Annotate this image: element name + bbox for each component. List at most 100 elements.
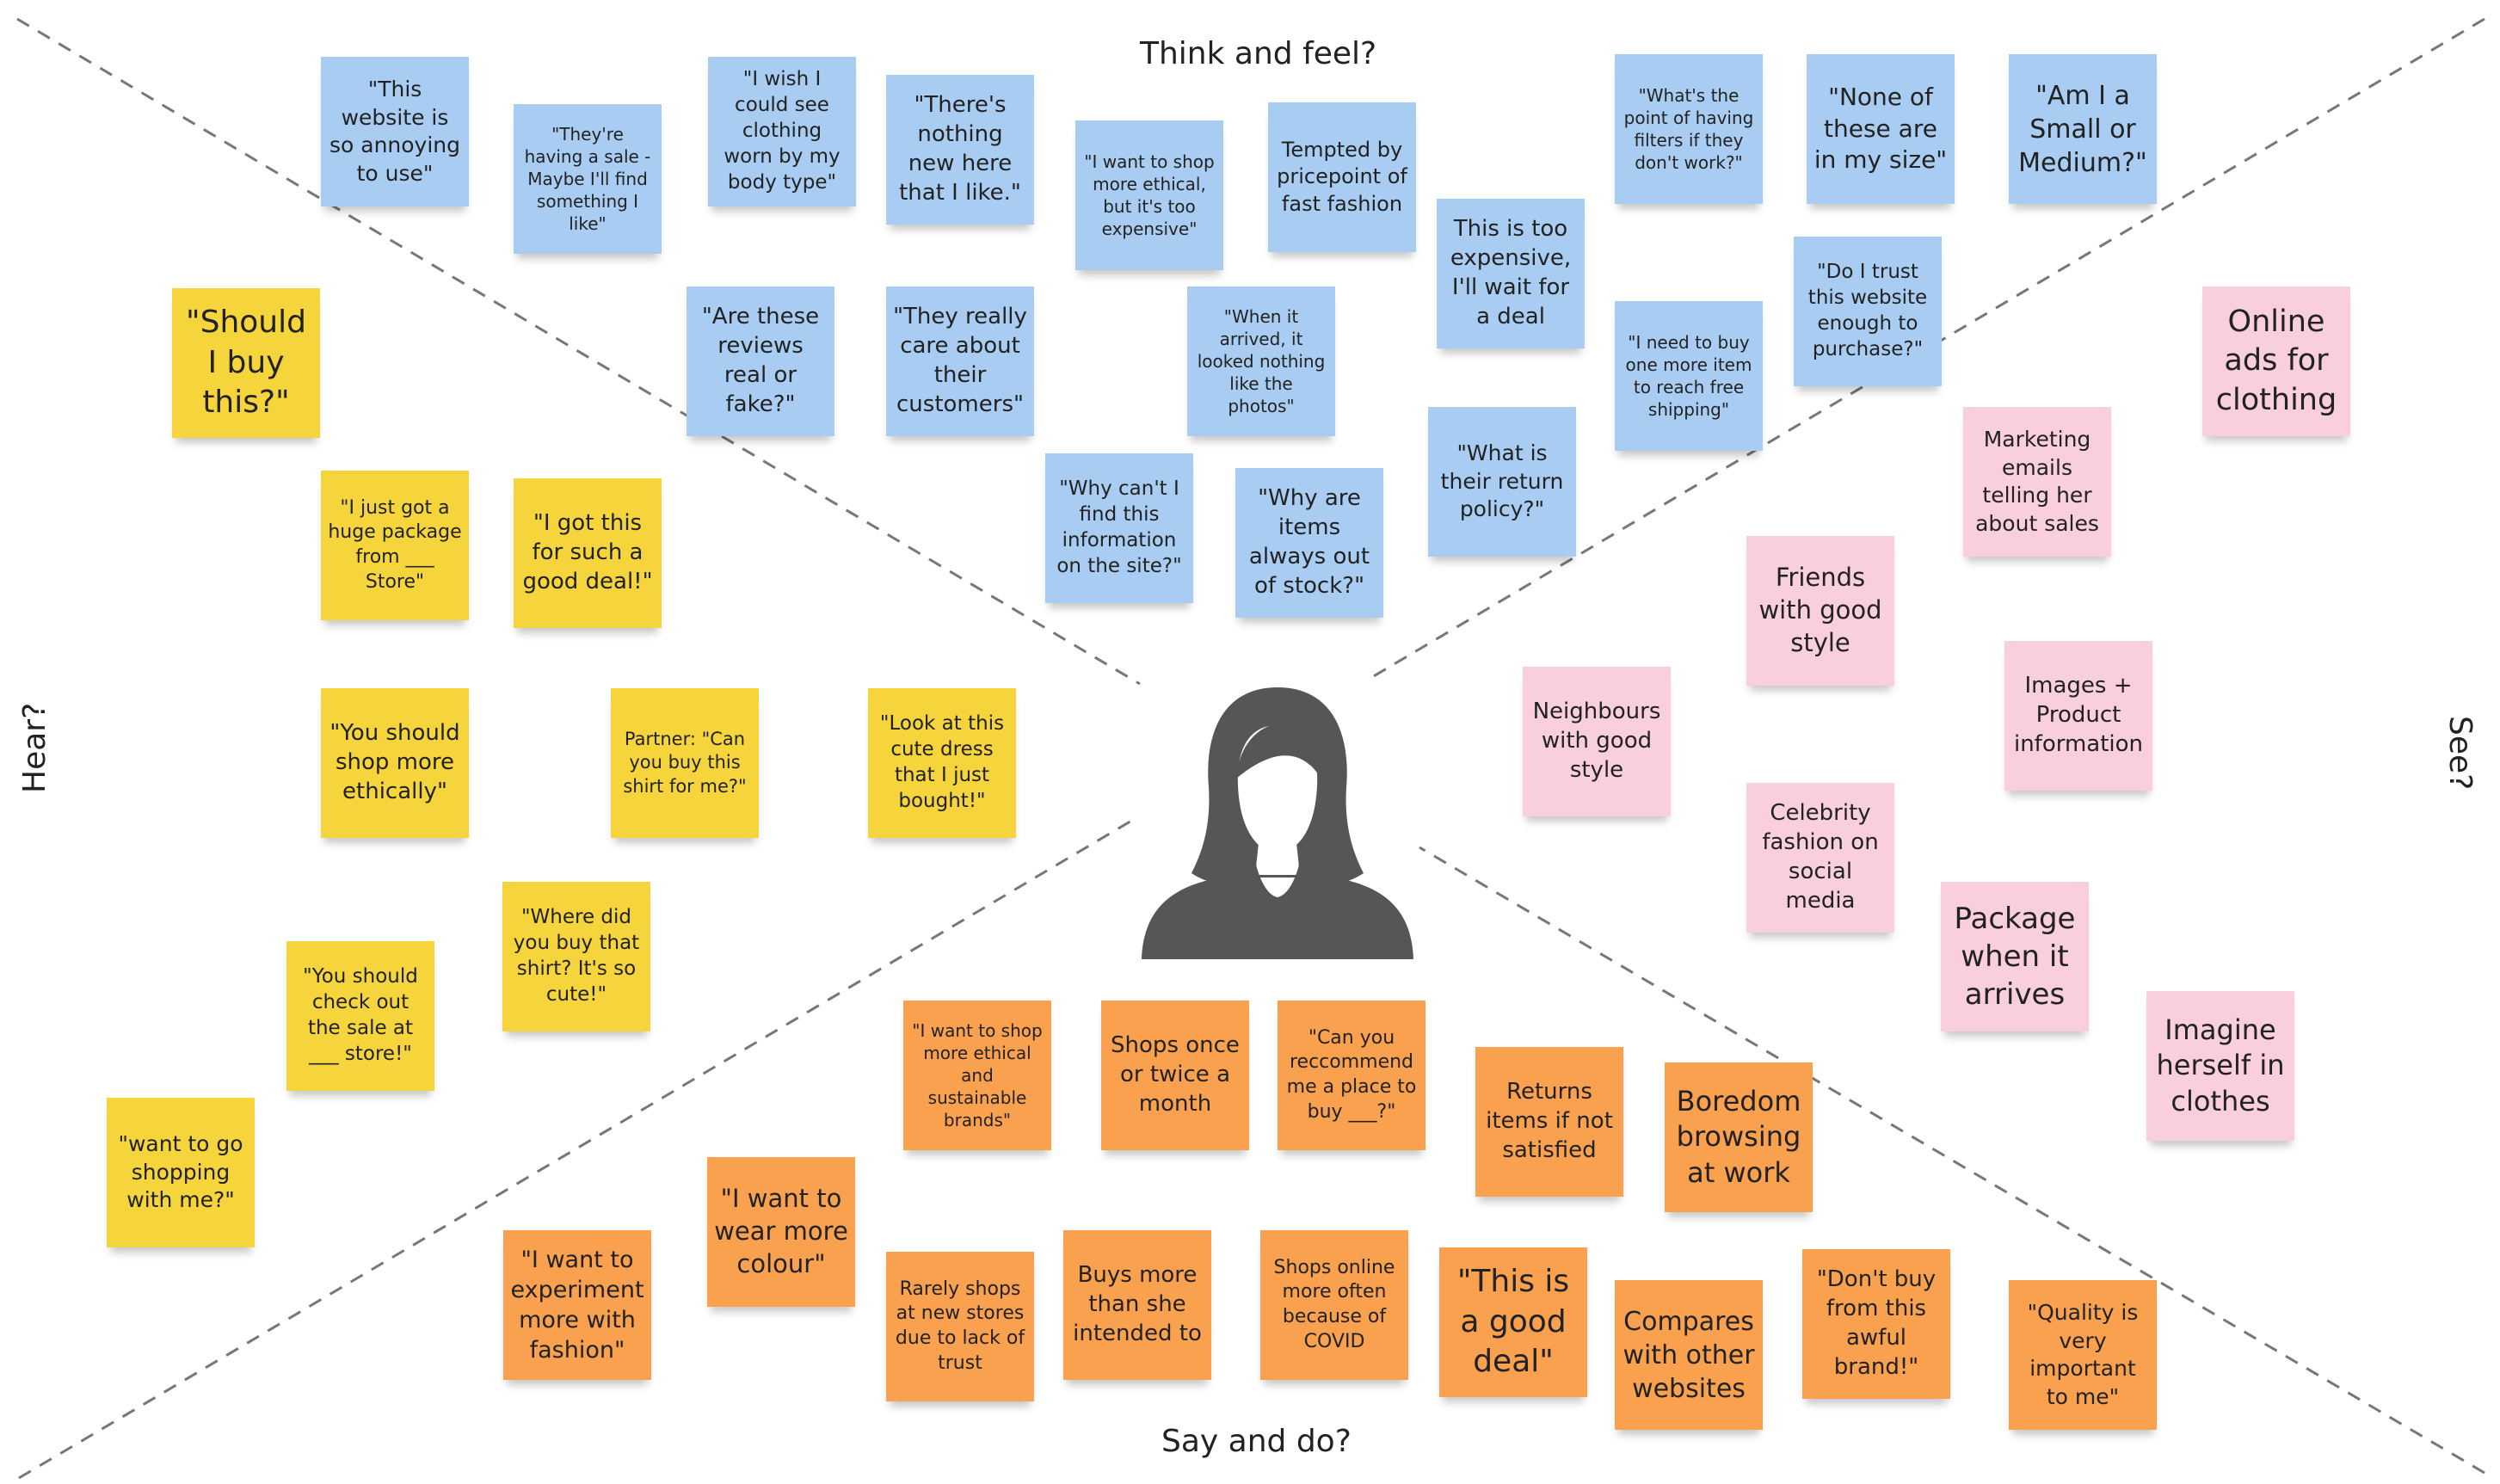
see-note[interactable]: Imagine herself in clothes <box>2146 991 2294 1141</box>
note-text: "Quality is very important to me" <box>2027 1300 2139 1409</box>
note-text: Compares with other websites <box>1623 1306 1755 1404</box>
say-note[interactable]: "This is a good deal" <box>1439 1247 1587 1397</box>
note-text: Images + Product information <box>2013 673 2144 757</box>
divider-bottom-right <box>1419 846 2485 1475</box>
hear-note[interactable]: "Look at this cute dress that I just bou… <box>868 688 1016 838</box>
think-note[interactable]: "None of these are in my size" <box>1807 54 1955 204</box>
note-text: "This is a good deal" <box>1456 1263 1570 1380</box>
note-text: Buys more than she intended to <box>1073 1262 1202 1346</box>
hear-note[interactable]: Partner: "Can you buy this shirt for me?… <box>611 688 759 838</box>
note-text: "Can you reccommend me a place to buy __… <box>1286 1026 1417 1123</box>
note-text: "Why are items always out of stock?" <box>1248 485 1370 599</box>
note-text: "Don't buy from this awful brand!" <box>1816 1266 1937 1380</box>
say-note[interactable]: Returns items if not satisfied <box>1475 1047 1623 1197</box>
think-note[interactable]: "Am I a Small or Medium?" <box>2009 54 2157 204</box>
note-text: "Am I a Small or Medium?" <box>2018 80 2147 178</box>
say-note[interactable]: Rarely shops at new stores due to lack o… <box>886 1252 1034 1401</box>
say-note[interactable]: "Don't buy from this awful brand!" <box>1802 1249 1950 1399</box>
say-note[interactable]: Compares with other websites <box>1615 1280 1763 1430</box>
note-text: Returns items if not satisfied <box>1486 1079 1613 1163</box>
note-text: "None of these are in my size" <box>1813 83 1948 175</box>
note-text: "They're having a sale - Maybe I'll find… <box>524 124 651 234</box>
think-note[interactable]: This is too expensive, I'll wait for a d… <box>1437 199 1585 348</box>
note-text: "When it arrived, it looked nothing like… <box>1197 306 1326 416</box>
think-note[interactable]: "Do I trust this website enough to purch… <box>1794 237 1942 386</box>
say-note[interactable]: Shops once or twice a month <box>1101 1001 1249 1150</box>
say-note[interactable]: "I want to wear more colour" <box>707 1157 855 1307</box>
see-note[interactable]: Online ads for clothing <box>2202 286 2350 436</box>
persona-body <box>1142 861 1413 959</box>
say-note[interactable]: Buys more than she intended to <box>1063 1230 1211 1380</box>
think-note[interactable]: "Are these reviews real or fake?" <box>687 286 834 436</box>
hear-note[interactable]: "want to go shopping with me?" <box>107 1098 255 1247</box>
note-text: Rarely shops at new stores due to lack o… <box>895 1278 1025 1374</box>
say-note[interactable]: "I want to shop more ethical and sustain… <box>903 1001 1051 1150</box>
think-note[interactable]: "I want to shop more ethical, but it's t… <box>1075 120 1223 270</box>
think-note[interactable]: "They really care about their customers" <box>886 286 1034 436</box>
think-note[interactable]: Tempted by pricepoint of fast fashion <box>1268 102 1416 252</box>
think-note[interactable]: "I need to buy one more item to reach fr… <box>1615 301 1763 451</box>
note-text: "You should check out the sale at ___ st… <box>303 965 418 1065</box>
think-note[interactable]: "I wish I could see clothing worn by my … <box>708 57 856 206</box>
label-hear: Hear? <box>17 702 52 793</box>
say-note[interactable]: "Can you reccommend me a place to buy __… <box>1278 1001 1425 1150</box>
hear-note[interactable]: "I got this for such a good deal!" <box>514 478 662 628</box>
persona-neck <box>1255 843 1300 875</box>
label-say-and-do: Say and do? <box>1161 1424 1352 1459</box>
think-note[interactable]: "When it arrived, it looked nothing like… <box>1187 286 1335 436</box>
say-note[interactable]: Boredom browsing at work <box>1665 1062 1813 1212</box>
label-see: See? <box>2442 716 2478 791</box>
think-note[interactable]: "Why are items always out of stock?" <box>1235 468 1383 618</box>
hear-note[interactable]: "I just got a huge package from ___ Stor… <box>321 471 469 620</box>
persona-avatar-icon <box>1142 687 1413 959</box>
note-text: "There's nothing new here that I like." <box>899 92 1021 206</box>
note-text: "Do I trust this website enough to purch… <box>1807 261 1928 360</box>
hear-note[interactable]: "You should shop more ethically" <box>321 688 469 838</box>
label-think-and-feel: Think and feel? <box>1140 36 1377 71</box>
note-text: "You should shop more ethically" <box>329 720 460 804</box>
note-text: "I need to buy one more item to reach fr… <box>1625 332 1752 420</box>
note-text: "I want to shop more ethical and sustain… <box>912 1020 1043 1130</box>
hear-note[interactable]: "You should check out the sale at ___ st… <box>286 941 434 1091</box>
note-text: Imagine herself in clothes <box>2156 1013 2285 1118</box>
think-note[interactable]: "Why can't I find this information on th… <box>1045 453 1193 603</box>
see-note[interactable]: Marketing emails telling her about sales <box>1963 407 2111 557</box>
hear-note[interactable]: "Where did you buy that shirt? It's so c… <box>502 882 650 1031</box>
see-note[interactable]: Celebrity fashion on social media <box>1746 783 1894 933</box>
note-text: "I just got a huge package from ___ Stor… <box>328 496 462 593</box>
note-text: "What's the point of having filters if t… <box>1623 85 1754 173</box>
note-text: "I want to shop more ethical, but it's t… <box>1084 151 1215 239</box>
note-text: "Are these reviews real or fake?" <box>701 304 820 417</box>
note-text: Neighbours with good style <box>1532 699 1661 783</box>
note-text: Boredom browsing at work <box>1676 1084 1801 1189</box>
think-note[interactable]: "They're having a sale - Maybe I'll find… <box>514 104 662 254</box>
see-note[interactable]: Images + Product information <box>2004 641 2152 791</box>
think-note[interactable]: "There's nothing new here that I like." <box>886 75 1034 225</box>
note-text: "I want to wear more colour" <box>714 1184 848 1278</box>
note-text: "This website is so annoying to use" <box>329 77 461 186</box>
see-note[interactable]: Neighbours with good style <box>1523 667 1671 816</box>
note-text: Shops online more often because of COVID <box>1273 1256 1395 1352</box>
note-text: "They really care about their customers" <box>893 304 1027 417</box>
see-note[interactable]: Package when it arrives <box>1941 882 2089 1031</box>
note-text: Package when it arrives <box>1954 901 2076 1013</box>
note-text: Online ads for clothing <box>2215 304 2337 417</box>
note-text: "What is their return policy?" <box>1440 440 1564 522</box>
note-text: Celebrity fashion on social media <box>1762 800 1879 914</box>
say-note[interactable]: "I want to experiment more with fashion" <box>503 1230 651 1380</box>
note-text: This is too expensive, I'll wait for a d… <box>1450 216 1572 329</box>
think-note[interactable]: "What's the point of having filters if t… <box>1615 54 1763 204</box>
note-text: "Why can't I find this information on th… <box>1056 477 1182 577</box>
divider-top-left <box>16 17 1141 686</box>
say-note[interactable]: "Quality is very important to me" <box>2009 1280 2157 1430</box>
think-note[interactable]: "What is their return policy?" <box>1428 407 1576 557</box>
note-text: Tempted by pricepoint of fast fashion <box>1277 138 1407 216</box>
hear-note[interactable]: "Should I buy this?" <box>172 288 320 438</box>
think-note[interactable]: "This website is so annoying to use" <box>321 57 469 206</box>
see-note[interactable]: Friends with good style <box>1746 536 1894 686</box>
say-note[interactable]: Shops online more often because of COVID <box>1260 1230 1408 1380</box>
note-text: "I got this for such a good deal!" <box>522 510 653 594</box>
note-text: Shops once or twice a month <box>1111 1032 1240 1117</box>
note-text: "want to go shopping with me?" <box>118 1131 243 1213</box>
